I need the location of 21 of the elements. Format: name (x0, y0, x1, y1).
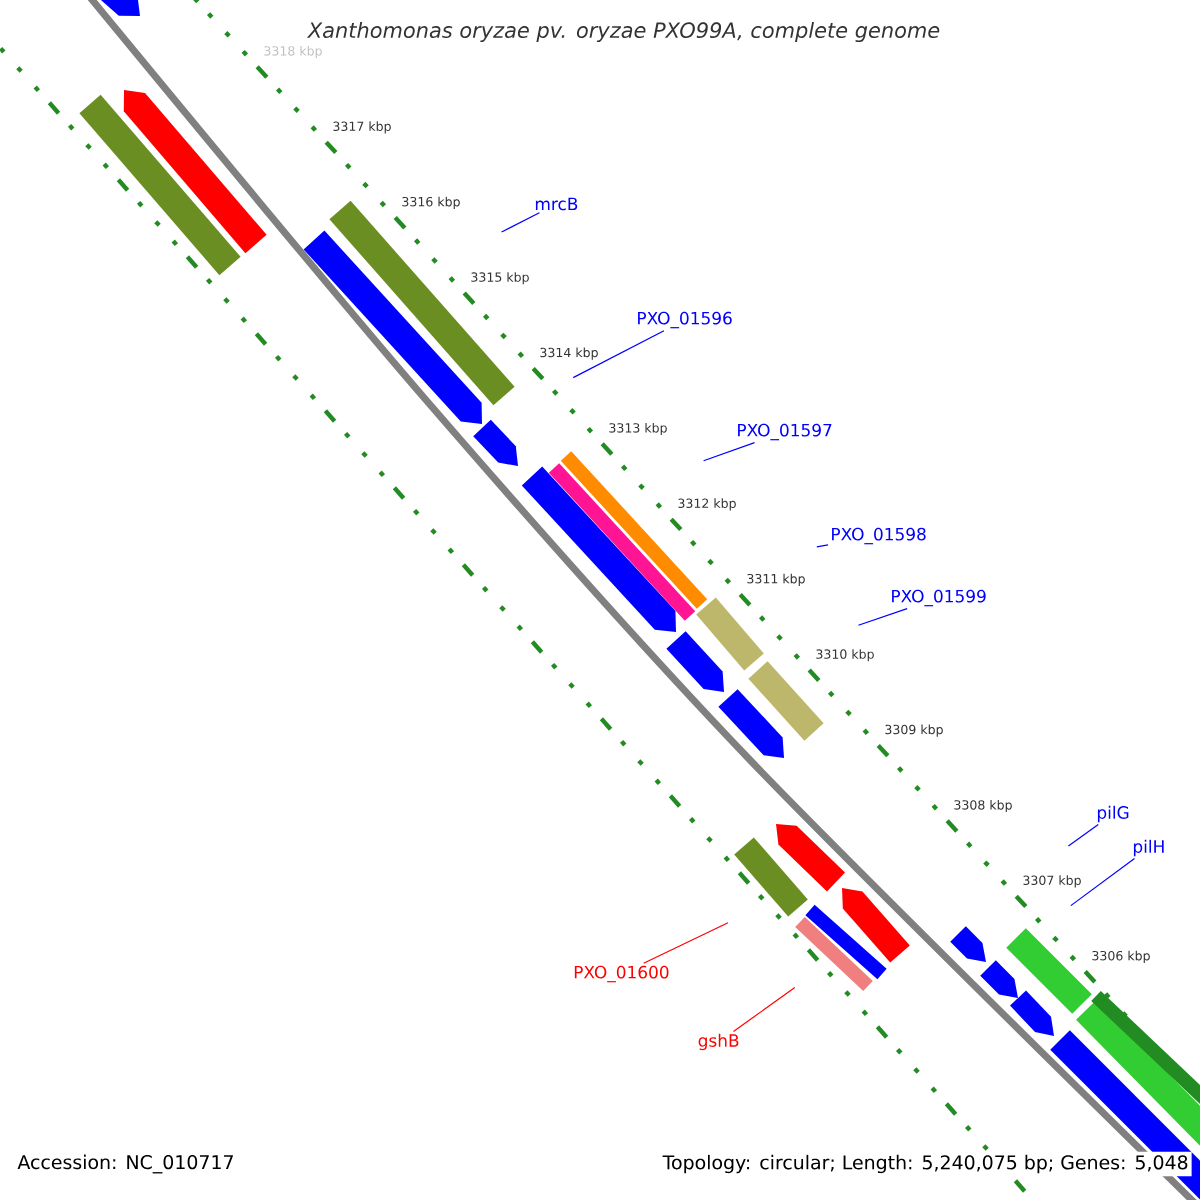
leader-line (643, 922, 729, 964)
gene-label: PXO_01597 (738, 423, 832, 441)
footer-text: Topology: circular; Length: 5,240,075 bp; Genes: 5,048 (659, 1151, 1192, 1177)
gene-label: pilG (1097, 805, 1129, 823)
leader-line (732, 987, 796, 1032)
leader-line (703, 442, 756, 462)
gene-label: PXO_01600 (574, 965, 669, 983)
gene-label: gshB (698, 1033, 739, 1051)
gene-label: mrcB (535, 197, 578, 211)
leader-line (816, 544, 829, 548)
gene-label: PXO_01599 (892, 589, 986, 607)
leader-line (501, 212, 540, 233)
footer-text: Accession: NC_010717 (14, 1151, 238, 1177)
gene-label: PXO_01598 (832, 527, 926, 545)
gene-label: pilH (1133, 839, 1164, 857)
leader-line (857, 608, 908, 626)
leader-line (1067, 824, 1099, 847)
leader-line (572, 330, 665, 379)
title: Xanthomonas oryzae pv. oryzae PXO99A, complete genome (306, 21, 940, 43)
gene-label: PXO_01596 (638, 311, 732, 329)
leader-line (1070, 858, 1136, 907)
